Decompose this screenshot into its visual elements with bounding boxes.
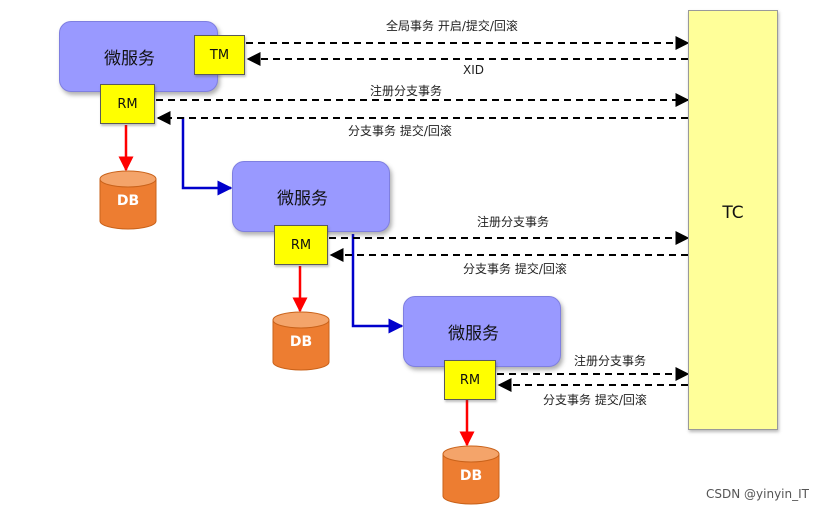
database-icon xyxy=(442,445,500,505)
call-arrow-1-to-2 xyxy=(181,117,233,196)
microservice-1-label: 微服务 xyxy=(104,49,155,69)
rm-box-2: RM xyxy=(274,225,328,265)
microservice-2: 微服务 xyxy=(232,161,390,232)
microservice-2-label: 微服务 xyxy=(277,189,328,209)
tc-box: TC xyxy=(688,10,778,430)
branch-commit-label-1: 分支事务 提交/回滚 xyxy=(348,124,452,138)
tc-label: TC xyxy=(722,203,744,223)
database-icon xyxy=(99,170,157,230)
db-1: DB xyxy=(99,170,157,230)
rm-box-1: RM xyxy=(100,84,155,124)
branch-commit-label-3: 分支事务 提交/回滚 xyxy=(543,393,647,407)
db-label: DB xyxy=(116,193,140,209)
tm-box: TM xyxy=(194,35,245,75)
db-label: DB xyxy=(459,468,483,484)
db-3: DB xyxy=(442,445,500,505)
database-icon xyxy=(272,311,330,371)
register-branch-label-1: 注册分支事务 xyxy=(370,84,443,98)
watermark: CSDN @yinyin_IT xyxy=(706,487,809,501)
db-2: DB xyxy=(272,311,330,371)
rm-box-3: RM xyxy=(444,360,496,400)
call-arrow-2-to-3 xyxy=(351,234,404,334)
xid-label: XID xyxy=(463,63,484,77)
branch-commit-label-2: 分支事务 提交/回滚 xyxy=(463,262,567,276)
db-label: DB xyxy=(289,334,313,350)
register-branch-label-2: 注册分支事务 xyxy=(477,215,550,229)
register-branch-label-3: 注册分支事务 xyxy=(574,354,647,368)
microservice-3: 微服务 xyxy=(403,296,561,367)
global-tx-label: 全局事务 开启/提交/回滚 xyxy=(386,19,518,33)
microservice-3-label: 微服务 xyxy=(448,324,499,344)
